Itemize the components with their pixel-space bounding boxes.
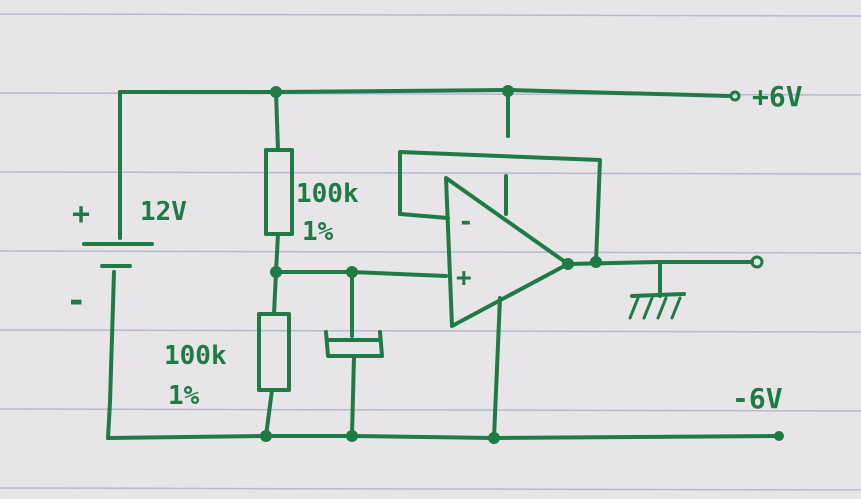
feedback-loop-wire — [398, 150, 602, 264]
resistor-bottom-tolerance: 1% — [168, 381, 200, 411]
capacitor — [324, 270, 384, 438]
bottom-rail-wire — [106, 434, 780, 440]
opamp-noninverting-label: + — [456, 263, 472, 293]
top-rail-wire — [118, 88, 732, 98]
battery-minus-label: - — [66, 281, 86, 321]
battery-plus-label: + — [72, 197, 90, 232]
resistor-bottom-body — [257, 312, 291, 392]
resistor-top — [264, 90, 294, 274]
resistor-top-tolerance: 1% — [302, 217, 334, 247]
negative-terminal — [774, 431, 784, 441]
opamp-triangle — [444, 176, 570, 328]
positive-terminal — [729, 90, 741, 102]
output-terminal — [750, 255, 764, 269]
opamp-supply-negative — [492, 296, 502, 440]
resistor-top-value: 100k — [296, 179, 359, 209]
positive-rail-label: +6V — [752, 80, 803, 113]
resistor-bottom — [257, 270, 291, 438]
midpoint-to-opamp-wire — [274, 270, 448, 278]
negative-rail-label: -6V — [732, 382, 783, 415]
ground-symbol — [628, 260, 686, 320]
battery — [82, 90, 154, 440]
resistor-top-body — [264, 148, 294, 236]
ruled-lines — [0, 13, 861, 491]
opamp-inverting-label: - — [458, 207, 474, 237]
resistor-bottom-value: 100k — [164, 341, 227, 371]
battery-voltage-label: 12V — [140, 197, 187, 227]
battery-bottom-wire — [106, 270, 116, 440]
opamp — [398, 90, 570, 440]
opamp-inverting-input — [398, 212, 450, 220]
